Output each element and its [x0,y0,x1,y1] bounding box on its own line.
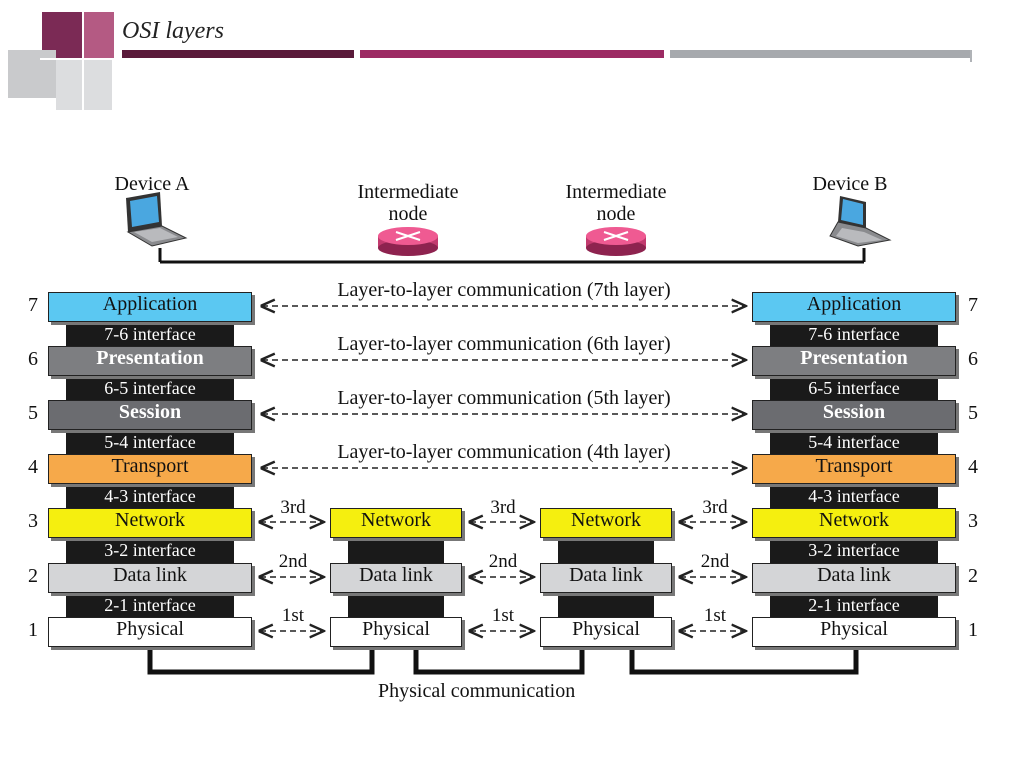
router-2-icon [586,227,646,256]
device-b-interface-7-6: 7-6 interface [808,324,900,344]
layer-num-left-3: 3 [28,510,38,532]
title-bar-3 [670,50,972,58]
device-a-interface-2-1: 2-1 interface [104,595,196,615]
node1-layer-network: Network [330,508,462,538]
layer-num-left-6: 6 [28,348,38,370]
intermediate-node-2-line1: Intermediate [565,181,667,203]
hop-label-ph-2: 1st [491,605,515,626]
device-b-layer-physical: Physical [752,617,956,647]
device-b-layer-datalink: Data link [752,563,956,593]
intermediate-node-2-line2: node [596,203,636,225]
physical-communication-label: Physical communication [378,680,576,702]
device-b-interface-3-2: 3-2 interface [808,540,900,560]
layer-num-right-2: 2 [968,565,978,587]
device-a-interface-5-4: 5-4 interface [104,432,196,452]
phys-wire-1 [147,648,375,675]
device-b-layer-network: Network [752,508,956,538]
title-bar-1 [122,50,354,58]
node2-layer-network: Network [540,508,672,538]
comm-label-6th: Layer-to-layer communication (6th layer) [337,333,671,355]
layer-num-right-4: 4 [968,456,978,478]
intermediate-node-1-line2: node [388,203,428,225]
layer-num-right-3: 3 [968,510,978,532]
device-b-interface-6-5: 6-5 interface [808,378,900,398]
layer-num-left-1: 1 [28,619,38,641]
device-a-laptop-icon [126,192,188,247]
comm-label-7th: Layer-to-layer communication (7th layer) [337,279,671,301]
layer-num-left-7: 7 [28,294,38,316]
layer-num-right-5: 5 [968,402,978,424]
layer-num-right-1: 1 [968,619,978,641]
intermediate-node-1-label: Intermediate node [340,181,476,225]
phys-wire-2 [413,648,585,675]
comm-label-4th: Layer-to-layer communication (4th layer) [337,441,671,463]
hop-label-dl-1: 2nd [278,551,308,572]
hop-label-ph-3: 1st [703,605,727,626]
layer-num-left-2: 2 [28,565,38,587]
device-b-interface-2-1: 2-1 interface [808,595,900,615]
device-b-layer-session: Session [752,400,956,430]
hop-label-net-2: 3rd [490,497,516,518]
router-1-icon [378,227,438,256]
device-a-layer-presentation: Presentation [48,346,252,376]
device-b-interface-4-3: 4-3 interface [808,486,900,506]
device-a-interface-4-3: 4-3 interface [104,486,196,506]
device-b-layer-presentation: Presentation [752,346,956,376]
node2-layer-datalink: Data link [540,563,672,593]
intermediate-node-2-label: Intermediate node [548,181,684,225]
title-bar-tick [970,50,972,62]
device-a-layer-physical: Physical [48,617,252,647]
device-a-layer-transport: Transport [48,454,252,484]
hop-label-ph-1: 1st [281,605,305,626]
header-deco-line-h [40,58,120,60]
device-a-interface-6-5: 6-5 interface [104,378,196,398]
layer-num-left-4: 4 [28,456,38,478]
device-a-layer-network: Network [48,508,252,538]
phys-wire-3 [629,648,859,675]
device-a-layer-datalink: Data link [48,563,252,593]
device-a-layer-session: Session [48,400,252,430]
comm-label-5th: Layer-to-layer communication (5th layer) [337,387,671,409]
device-b-layer-transport: Transport [752,454,956,484]
device-a-interface-7-6: 7-6 interface [104,324,196,344]
node1-layer-physical: Physical [330,617,462,647]
hop-label-net-3: 3rd [702,497,728,518]
device-a-layer-application: Application [48,292,252,322]
node2-layer-physical: Physical [540,617,672,647]
hop-label-dl-2: 2nd [488,551,518,572]
header-deco-square-light [84,12,114,60]
layer-num-right-7: 7 [968,294,978,316]
device-b-layer-application: Application [752,292,956,322]
hop-label-dl-3: 2nd [700,551,730,572]
device-a-interface-3-2: 3-2 interface [104,540,196,560]
node1-layer-datalink: Data link [330,563,462,593]
header-deco-square-gray2 [56,60,112,110]
intermediate-node-1-line1: Intermediate [357,181,459,203]
device-b-laptop-icon [829,196,892,247]
layer-num-left-5: 5 [28,402,38,424]
title-bar-2 [360,50,664,58]
hop-label-net-1: 3rd [280,497,306,518]
device-b-interface-5-4: 5-4 interface [808,432,900,452]
device-b-label: Device B [812,173,888,195]
device-a-label: Device A [114,173,190,195]
header-deco-line [82,10,84,110]
slide-title: OSI layers [122,18,224,44]
layer-num-right-6: 6 [968,348,978,370]
